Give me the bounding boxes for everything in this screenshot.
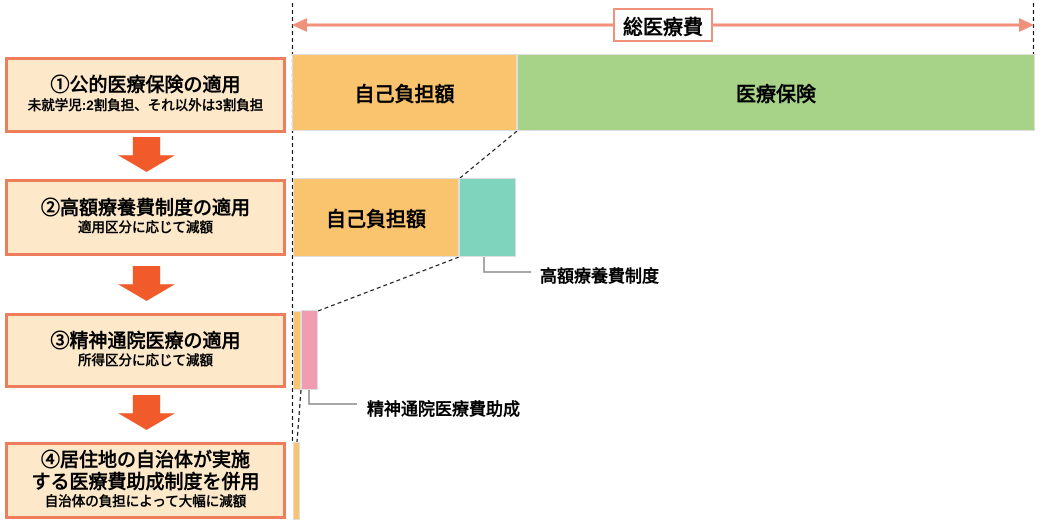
flow-step-2-subtitle: 適用区分に応じて減額 [78,220,213,236]
flow-step-1-title: ①公的医療保険の適用 [50,75,241,97]
seishin-callout-label: 精神通院医療費助成 [367,400,520,419]
row1-insurance-label: 医療保険 [736,84,816,106]
row3-self-pay-bar [293,311,301,390]
row1-self-pay-label: 自己負担額 [354,84,455,106]
flow-step-3-subtitle: 所得区分に応じて減額 [78,353,213,369]
total-cost-arrow-left-head [292,18,307,32]
total-cost-arrow-right-head [1019,18,1034,32]
row1-insurance-bar: 医療保険 [517,54,1035,131]
row2-self-pay-bar: 自己負担額 [293,178,459,257]
row2-self-pay-label: 自己負担額 [326,209,426,231]
flow-step-3-seishin-tsuin: ③精神通院医療の適用 所得区分に応じて減額 [5,313,286,388]
seishin-callout-line [308,390,357,405]
flow-step-2-kogaku-system: ②高額療養費制度の適用 適用区分に応じて減額 [5,179,286,256]
flow-step-3-title: ③精神通院医療の適用 [50,330,241,352]
total-cost-label-box: 総医療費 [613,8,713,42]
row4-self-pay-bar [293,442,300,520]
flow-step-2-title: ②高額療養費制度の適用 [40,197,250,219]
flow-step-1-subtitle: 未就学児:2割負担、それ以外は3割負担 [27,97,264,113]
flow-step-4-municipal-subsidy: ④居住地の自治体が実施 する医療費助成制度を併用 自治体の負担によって大幅に減額 [5,442,286,519]
flow-step-4-subtitle: 自治体の負担によって大幅に減額 [44,494,247,510]
dashed-connector-row3-row4 [296,389,302,443]
row3-seishin-reduction-bar [301,310,318,390]
flow-step-1-public-insurance: ①公的医療保険の適用 未就学児:2割負担、それ以外は3割負担 [5,57,286,133]
row1-self-pay-bar: 自己負担額 [292,54,517,131]
total-cost-label: 総医療費 [623,16,703,39]
kogaku-callout-line [483,257,531,273]
flow-step-4-title-line1: ④居住地の自治体が実施 [40,449,250,471]
dashed-connector-row1-row2 [459,130,518,179]
kogaku-callout-label: 高額療養費制度 [540,267,659,286]
row2-kogaku-reduction-bar [459,178,516,257]
flow-step-4-title-line2: する医療費助成制度を併用 [31,472,260,494]
dashed-connector-row2-row3 [317,256,460,312]
